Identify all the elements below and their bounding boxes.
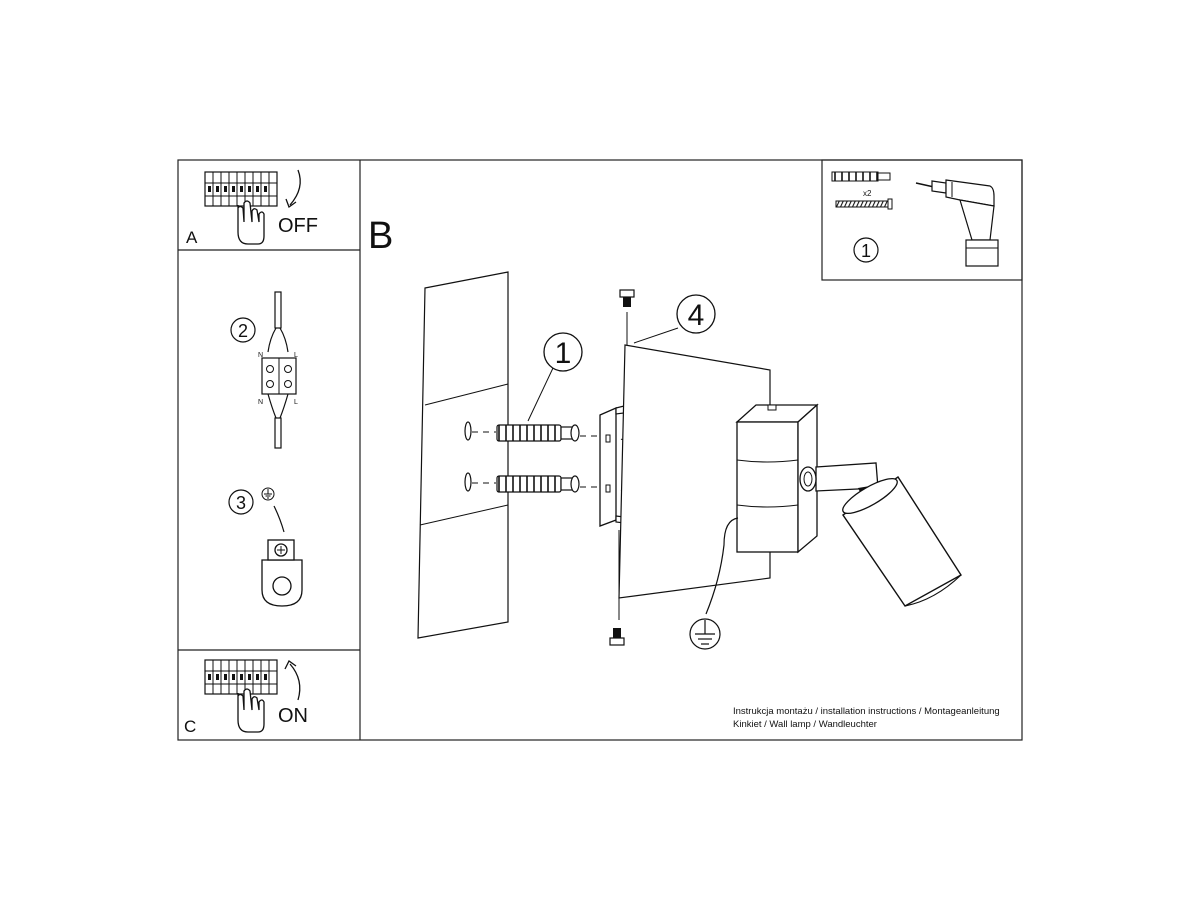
tools-step-label: 1 <box>861 241 871 261</box>
supply-cable-icon <box>267 291 289 353</box>
lamp-backplate <box>618 344 771 599</box>
panel-a-action: OFF <box>278 215 318 237</box>
circuit-breaker-icon <box>204 659 278 695</box>
lamp-cable-icon <box>267 393 289 449</box>
power-drill-icon <box>915 179 999 267</box>
dowel-callout-label: 1 <box>555 337 572 370</box>
terminal-block-icon <box>261 357 297 395</box>
top-bolt-icon <box>619 289 635 307</box>
step-2-label: 2 <box>238 321 248 341</box>
housing-callout-circle <box>676 294 716 334</box>
switch-off-arrowhead-icon <box>285 198 297 209</box>
tools-box <box>821 159 1023 281</box>
lamp-earth-wire <box>705 517 739 615</box>
switch-on-arrowhead-icon <box>284 660 297 670</box>
earth-wire-icon <box>273 505 285 533</box>
lamp-shade <box>842 476 962 607</box>
anchor-count: x2 <box>863 189 872 198</box>
terminal-bottom-l: L <box>294 399 298 406</box>
earth-connection-step: 3 <box>228 487 303 607</box>
tools-panel: x2 1 <box>831 171 999 267</box>
panel-a-letter: A <box>186 228 198 247</box>
wall-section <box>417 271 509 639</box>
terminal-top-l: L <box>294 352 298 359</box>
housing-callout-label: 4 <box>688 299 705 332</box>
earth-terminal-icon <box>261 539 303 607</box>
circuit-breaker-icon <box>204 171 278 207</box>
earth-symbol-icon <box>261 487 275 501</box>
footer-line-2: Kinkiet / Wall lamp / Wandleuchter <box>733 719 877 730</box>
drill-hole-lower <box>464 472 472 492</box>
panel-c-action: ON <box>278 705 308 727</box>
dowel-callout-leader <box>527 367 554 422</box>
hand-icon <box>237 688 265 733</box>
outer-frame <box>177 159 1023 741</box>
drill-hole-upper <box>464 421 472 441</box>
panel-b-letter: B <box>368 215 393 257</box>
dowel-callout-circle <box>543 332 583 372</box>
terminal-bottom-n: N <box>258 399 263 406</box>
tools-step-circle <box>853 237 879 263</box>
bottom-bolt-icon <box>609 628 625 646</box>
panel-c: ON C <box>184 659 308 736</box>
wall-plug-lower <box>496 475 580 493</box>
wall-plug-upper <box>496 424 580 442</box>
hand-icon <box>237 200 265 245</box>
mounting-bracket <box>599 403 633 527</box>
step-3-label: 3 <box>236 493 246 513</box>
wood-screw-icon <box>835 198 893 210</box>
cable-connection-step: 2 N L N L <box>230 291 298 449</box>
footer-line-1: Instrukcja montażu / installation instru… <box>733 706 1000 717</box>
lamp-earth-symbol-icon <box>689 618 721 650</box>
switch-off-arrow-icon <box>289 169 301 206</box>
wall-plug-icon <box>831 171 891 182</box>
panel-a: OFF A <box>186 169 318 247</box>
panel-c-letter: C <box>184 717 196 736</box>
switch-on-arrow-icon <box>289 663 301 701</box>
terminal-top-n: N <box>258 352 263 359</box>
housing-callout-leader <box>633 327 679 344</box>
